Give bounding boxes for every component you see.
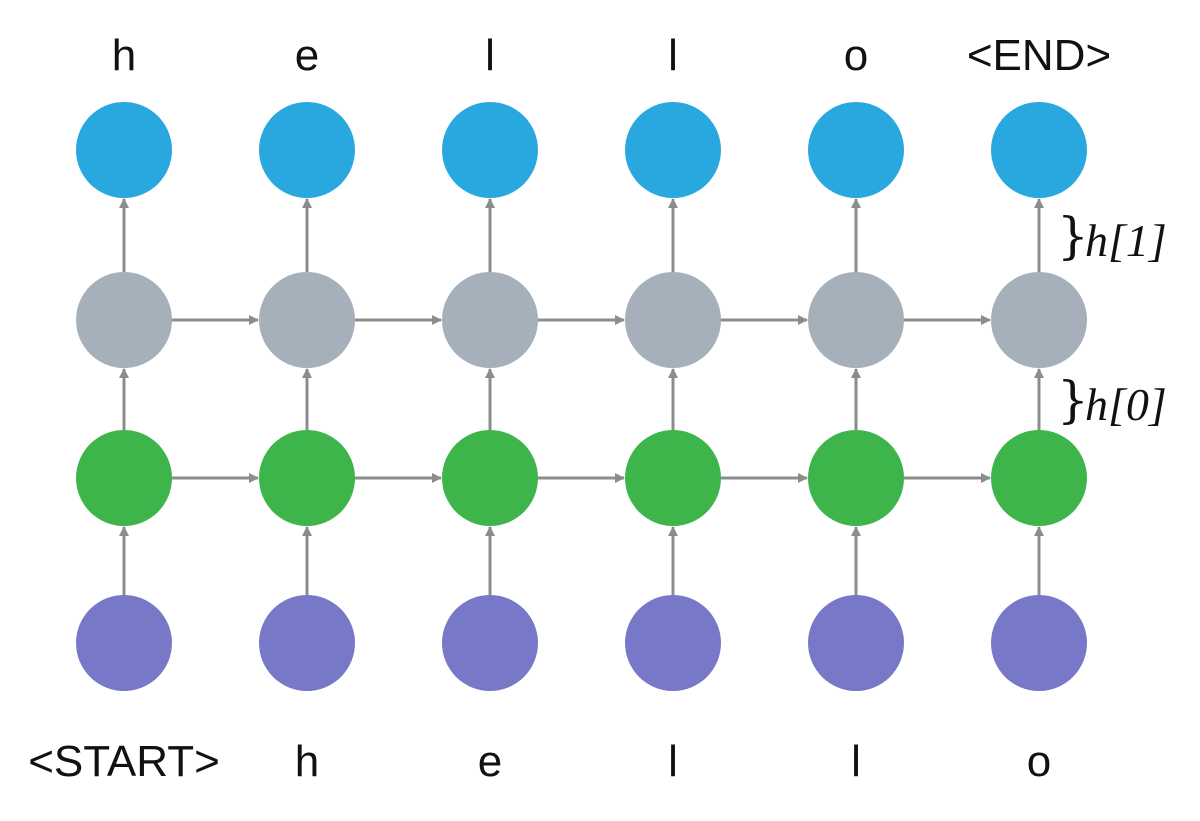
- output-node-1: [259, 102, 355, 198]
- input-node-0: [76, 595, 172, 691]
- hidden1-node-3: [625, 272, 721, 368]
- hidden1-node-1: [259, 272, 355, 368]
- output-token-0: h: [112, 31, 136, 80]
- output-node-2: [442, 102, 538, 198]
- state-label-h1: h[1]: [1085, 215, 1167, 266]
- output-node-4: [808, 102, 904, 198]
- input-token-5: o: [1027, 737, 1051, 786]
- arrows-layer: [119, 198, 1044, 595]
- input-token-1: h: [295, 737, 319, 786]
- hidden1-node-4: [808, 272, 904, 368]
- input-node-3: [625, 595, 721, 691]
- brace-h1: }: [1057, 207, 1089, 265]
- output-token-1: e: [295, 31, 319, 80]
- hidden0-node-1: [259, 430, 355, 526]
- input-token-0: <START>: [28, 737, 220, 786]
- output-node-3: [625, 102, 721, 198]
- input-node-2: [442, 595, 538, 691]
- input-token-4: l: [851, 737, 861, 786]
- input-node-5: [991, 595, 1087, 691]
- brace-h0: }: [1057, 371, 1089, 429]
- output-token-5: <END>: [967, 31, 1111, 80]
- hidden1-node-0: [76, 272, 172, 368]
- output-node-0: [76, 102, 172, 198]
- hidden0-node-2: [442, 430, 538, 526]
- hidden1-node-5: [991, 272, 1087, 368]
- hidden0-node-5: [991, 430, 1087, 526]
- output-node-5: [991, 102, 1087, 198]
- hidden1-node-2: [442, 272, 538, 368]
- labels-layer: h <START> e h l e l l o l <END> o: [28, 31, 1111, 786]
- state-label-h0: h[0]: [1085, 379, 1167, 430]
- output-token-4: o: [844, 31, 868, 80]
- output-token-3: l: [668, 31, 678, 80]
- hidden0-node-4: [808, 430, 904, 526]
- output-token-2: l: [485, 31, 495, 80]
- input-token-3: l: [668, 737, 678, 786]
- input-node-4: [808, 595, 904, 691]
- hidden0-node-3: [625, 430, 721, 526]
- input-token-2: e: [478, 737, 502, 786]
- input-node-1: [259, 595, 355, 691]
- hidden0-node-0: [76, 430, 172, 526]
- nodes-layer: [76, 102, 1087, 691]
